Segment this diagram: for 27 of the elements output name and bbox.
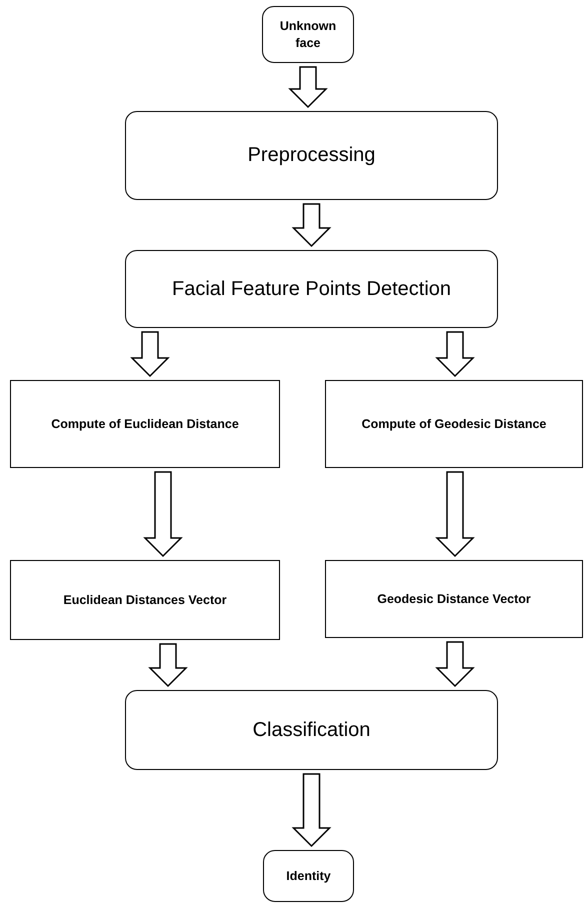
rounded-process-box xyxy=(263,850,354,902)
process-box xyxy=(325,560,583,638)
block-arrow xyxy=(288,66,328,108)
block-arrow xyxy=(292,203,332,248)
process-box xyxy=(10,380,280,468)
block-arrow xyxy=(130,331,170,378)
rounded-process-box xyxy=(125,111,498,200)
box-label: Unknown face xyxy=(278,18,338,52)
block-arrow xyxy=(143,471,183,558)
box-label: Compute of Euclidean Distance xyxy=(51,416,239,432)
box-label: Euclidean Distances Vector xyxy=(63,592,227,608)
rounded-process-box xyxy=(262,6,354,63)
rounded-process-box xyxy=(125,690,498,770)
box-label: Preprocessing xyxy=(248,144,376,167)
box-label: Compute of Geodesic Distance xyxy=(362,416,546,432)
block-arrow xyxy=(292,773,332,848)
box-label: Identity xyxy=(286,868,331,884)
box-label: Classification xyxy=(252,718,370,742)
block-arrow xyxy=(435,641,475,688)
process-box xyxy=(325,380,583,468)
process-box xyxy=(10,560,280,640)
box-label: Geodesic Distance Vector xyxy=(377,590,531,608)
block-arrow xyxy=(435,471,475,558)
rounded-process-box xyxy=(125,250,498,328)
block-arrow xyxy=(148,643,188,688)
box-label: Facial Feature Points Detection xyxy=(172,278,452,300)
block-arrow xyxy=(435,331,475,378)
